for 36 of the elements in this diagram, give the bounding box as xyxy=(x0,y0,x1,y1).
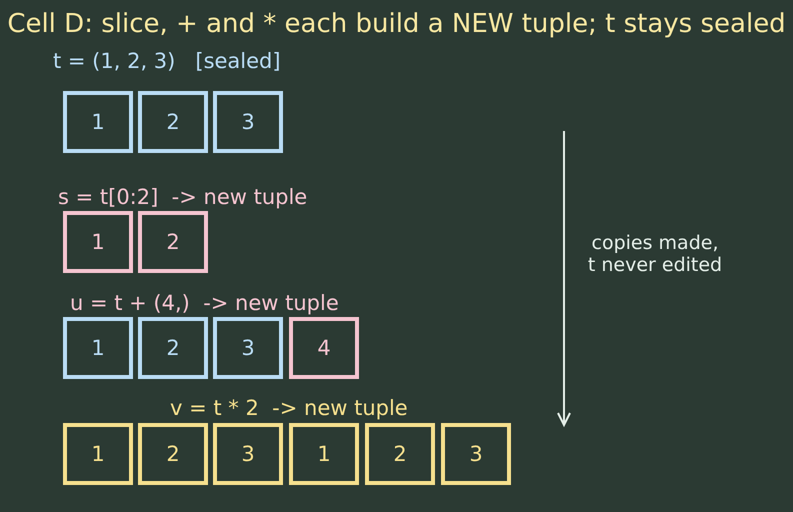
tuple-cell xyxy=(63,423,133,485)
tuple-cell xyxy=(289,317,359,379)
tuple-cell xyxy=(63,317,133,379)
tuple-cell xyxy=(441,423,511,485)
element-value: 2 xyxy=(393,444,407,464)
element-value: 2 xyxy=(166,444,180,464)
tuple-cell xyxy=(63,91,133,153)
code-label: s = t[0:2] -> new tuple xyxy=(58,185,308,209)
element-value: 1 xyxy=(91,338,105,358)
element-value: 2 xyxy=(166,338,180,358)
element-value: 4 xyxy=(317,338,331,358)
code-label: u = t + (4,) -> new tuple xyxy=(70,291,339,315)
code-label: t = (1, 2, 3) [sealed] xyxy=(53,49,281,73)
tuple-cell xyxy=(138,211,208,273)
tuple-cell xyxy=(289,423,359,485)
element-value: 2 xyxy=(166,112,180,132)
tuple-cell xyxy=(63,211,133,273)
title: Cell D: slice, + and * each build a NEW tuple; t stays sealed xyxy=(6,8,787,40)
element-value: 1 xyxy=(317,444,331,464)
element-value: 3 xyxy=(469,444,483,464)
element-value: 3 xyxy=(241,444,255,464)
element-value: 3 xyxy=(241,338,255,358)
tuple-cell xyxy=(213,91,283,153)
element-value: 1 xyxy=(91,112,105,132)
tuple-cell xyxy=(213,423,283,485)
note-text: copies made, t never edited xyxy=(586,232,724,276)
tuple-cell xyxy=(365,423,435,485)
element-value: 1 xyxy=(91,444,105,464)
element-value: 2 xyxy=(166,232,180,252)
tuple-cell xyxy=(138,423,208,485)
tuple-cell xyxy=(138,91,208,153)
element-value: 1 xyxy=(91,232,105,252)
element-value: 3 xyxy=(241,112,255,132)
code-label: v = t * 2 -> new tuple xyxy=(170,396,408,420)
tuple-cell xyxy=(213,317,283,379)
tuple-cell xyxy=(138,317,208,379)
